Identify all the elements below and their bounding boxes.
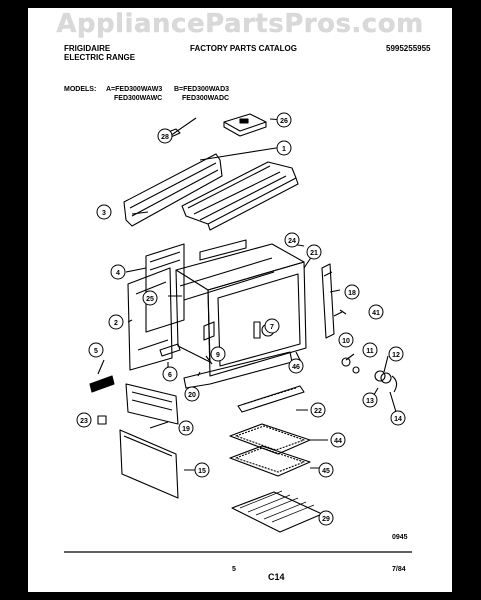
callout-18: 18 [344,284,360,300]
callout-20: 20 [184,386,200,402]
revision-date: 7/84 [392,566,406,573]
callout-23: 23 [76,412,92,428]
svg-text:45: 45 [322,468,330,475]
callout-2: 2 [108,314,124,330]
callout-11: 11 [362,342,378,358]
callout-25: 25 [142,290,158,306]
svg-text:28: 28 [161,134,169,141]
callout-5: 5 [88,342,104,358]
svg-text:11: 11 [366,348,374,355]
callout-1: 1 [276,140,292,156]
svg-text:14: 14 [394,416,402,423]
callout-12: 12 [388,346,404,362]
svg-text:15: 15 [198,468,206,475]
model-a1: A=FED300WAW3 [106,86,163,93]
svg-text:22: 22 [314,408,322,415]
svg-text:13: 13 [366,398,374,405]
svg-text:10: 10 [342,338,350,345]
callout-6: 6 [162,366,178,382]
callout-14: 14 [390,410,406,426]
callout-9: 9 [210,346,226,362]
callout-21: 21 [306,244,322,260]
callout-4: 4 [110,264,126,280]
svg-text:24: 24 [288,238,296,245]
svg-text:19: 19 [182,426,190,433]
svg-text:3: 3 [102,210,106,217]
exploded-parts-diagram: 26 28 1 3 24 21 4 18 25 41 2 7 10 5 11 9… [64,112,412,553]
callout-15: 15 [194,462,210,478]
callout-29: 29 [318,510,334,526]
model-a2: FED300WAWC [114,95,163,102]
model-b2: FED300WADC [182,95,230,102]
callout-24: 24 [284,232,300,248]
callout-26: 26 [276,112,292,128]
svg-text:6: 6 [168,372,172,379]
svg-text:9: 9 [216,352,220,359]
callout-19: 19 [178,420,194,436]
svg-text:41: 41 [372,310,380,317]
callout-3: 3 [96,204,112,220]
product-name: ELECTRIC RANGE [64,53,136,62]
callout-22: 22 [310,402,326,418]
catalog-page [28,8,452,592]
svg-text:26: 26 [280,118,288,125]
models-label: MODELS: [64,86,97,93]
callout-46: 46 [288,358,304,374]
watermark: AppliancePartsPros.com [56,9,424,39]
callout-44: 44 [330,432,346,448]
page-number: 5 [232,566,236,573]
callout-45: 45 [318,462,334,478]
svg-text:23: 23 [80,418,88,425]
svg-text:29: 29 [322,516,330,523]
svg-text:20: 20 [188,392,196,399]
callout-13: 13 [362,392,378,408]
callout-41: 41 [368,304,384,320]
svg-text:7: 7 [270,324,274,331]
svg-text:18: 18 [348,290,356,297]
svg-text:2: 2 [114,320,118,327]
svg-text:5: 5 [94,348,98,355]
catalog-number: 5995255955 [386,44,431,53]
svg-text:25: 25 [146,296,154,303]
svg-text:4: 4 [116,270,120,277]
figure-code: 0945 [392,534,408,541]
svg-text:46: 46 [292,364,300,371]
callout-10: 10 [338,332,354,348]
svg-text:1: 1 [282,146,286,153]
svg-text:44: 44 [334,438,342,445]
model-b1: B=FED300WAD3 [174,86,230,93]
brand-name: FRIGIDAIRE [64,44,111,53]
svg-text:12: 12 [392,352,400,359]
svg-text:21: 21 [310,250,318,257]
callout-7: 7 [264,318,280,334]
section-code: C14 [268,572,285,582]
catalog-title: FACTORY PARTS CATALOG [190,44,297,53]
callout-28: 28 [157,128,173,144]
